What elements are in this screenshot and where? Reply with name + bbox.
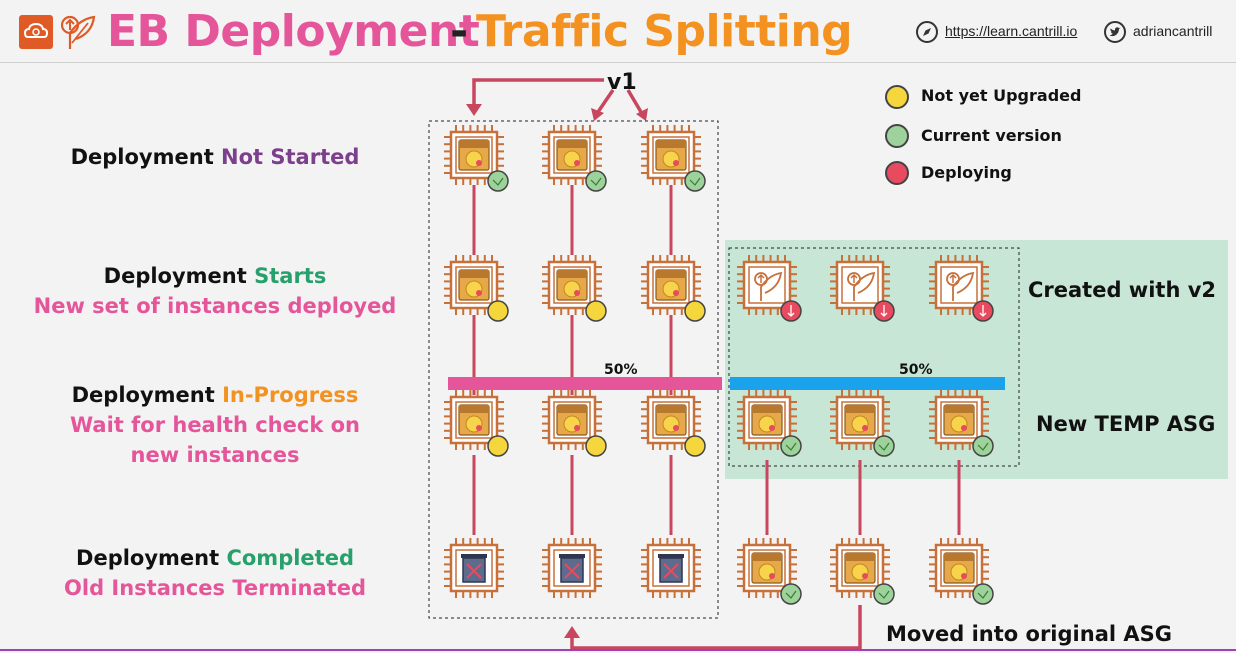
instance-chip xyxy=(641,125,706,192)
legend-green-dot xyxy=(885,124,909,148)
stage-starts-note: New set of instances deployed xyxy=(33,294,397,318)
original-asg-box xyxy=(428,120,719,619)
stage-starts: Deployment Starts New set of instances d… xyxy=(30,261,400,321)
stage-in-progress-prefix: Deployment xyxy=(71,383,215,407)
legend-not-upgraded: Not yet Upgraded xyxy=(921,86,1082,105)
title-dash: - xyxy=(450,6,469,57)
traffic-pct-old: 50% xyxy=(604,362,638,378)
stage-starts-prefix: Deployment xyxy=(103,264,247,288)
arrowhead xyxy=(466,104,482,116)
moved-label: Moved into original ASG xyxy=(886,622,1172,646)
instance-chip xyxy=(444,125,509,192)
elastic-beanstalk-icon xyxy=(58,13,98,56)
arrowhead xyxy=(564,626,580,638)
cloud-logo-icon xyxy=(19,15,53,49)
legend-deploying: Deploying xyxy=(921,163,1012,182)
stage-in-progress-note-1: Wait for health check on xyxy=(70,413,360,437)
arrowhead xyxy=(636,108,648,121)
stage-in-progress-status: In-Progress xyxy=(222,383,359,407)
instance-chip xyxy=(830,390,895,457)
twitter-handle[interactable]: adriancantrill xyxy=(1133,23,1213,39)
instance-chip xyxy=(830,255,895,322)
page-subtitle: Traffic Splitting xyxy=(476,6,853,57)
instance-chip xyxy=(830,538,895,605)
course-link[interactable]: https://learn.cantrill.io xyxy=(945,23,1078,39)
temp-asg-box xyxy=(728,247,1020,467)
v1-label: v1 xyxy=(607,70,637,95)
footer-divider xyxy=(0,649,1236,651)
arrowhead xyxy=(591,108,604,121)
header: EB Deployment - Traffic Splitting https:… xyxy=(0,0,1236,62)
stage-in-progress: Deployment In-Progress Wait for health c… xyxy=(30,380,400,470)
stage-starts-status: Starts xyxy=(254,264,327,288)
traffic-bar-old xyxy=(448,377,722,390)
legend-current-version: Current version xyxy=(921,126,1062,145)
instance-chip xyxy=(542,255,607,322)
instance-chip xyxy=(737,390,802,457)
terminated-instance-chip xyxy=(444,538,504,598)
stage-not-started: Deployment Not Started xyxy=(40,142,390,172)
stage-completed-status: Completed xyxy=(226,546,354,570)
instance-chip xyxy=(542,125,607,192)
terminated-instance-chip xyxy=(641,538,701,598)
instance-chip xyxy=(737,255,802,322)
traffic-bar-new xyxy=(730,377,1005,390)
compass-icon xyxy=(915,20,939,49)
stage-completed-note: Old Instances Terminated xyxy=(64,576,366,600)
v1-arrow-right xyxy=(626,89,643,113)
instance-chip xyxy=(641,390,706,457)
stage-in-progress-note-2: new instances xyxy=(130,443,300,467)
instance-chip xyxy=(444,255,509,322)
moved-arrow xyxy=(570,605,862,650)
instance-chip xyxy=(444,390,509,457)
instance-chip xyxy=(641,255,706,322)
page-title: EB Deployment xyxy=(107,6,480,57)
v1-arrow-mid xyxy=(596,89,615,113)
created-with-v2-label: Created with v2 xyxy=(1028,278,1217,302)
stage-not-started-prefix: Deployment xyxy=(70,145,214,169)
instance-chip xyxy=(929,255,994,322)
v1-arrow-left xyxy=(472,78,604,108)
instance-chip xyxy=(929,538,994,605)
stage-completed-prefix: Deployment xyxy=(76,546,220,570)
legend-yellow-dot xyxy=(885,85,909,109)
instance-chip xyxy=(737,538,802,605)
twitter-icon xyxy=(1103,20,1127,49)
traffic-pct-new: 50% xyxy=(899,362,933,378)
temp-asg-label: New TEMP ASG xyxy=(1036,412,1216,436)
instance-chip xyxy=(929,390,994,457)
stage-not-started-status: Not Started xyxy=(221,145,360,169)
header-divider xyxy=(0,62,1236,63)
terminated-instance-chip xyxy=(542,538,602,598)
stage-completed: Deployment Completed Old Instances Termi… xyxy=(30,543,400,603)
instance-chip xyxy=(542,390,607,457)
legend-red-dot xyxy=(885,161,909,185)
